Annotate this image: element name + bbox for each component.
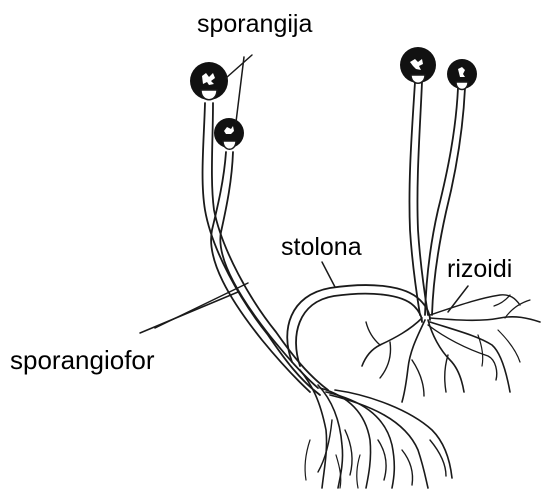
columella-icon — [411, 75, 425, 83]
label-sporangija: sporangija — [197, 12, 312, 37]
sporangium-right-2 — [447, 59, 477, 90]
stolona-hypha — [287, 285, 430, 366]
columella-icon — [223, 141, 236, 149]
label-stolona: stolona — [281, 235, 362, 260]
sporangium-left-large — [190, 62, 228, 100]
label-sporangiofor: sporangiofor — [10, 347, 155, 373]
label-rizoidi: rizoidi — [447, 257, 512, 282]
rizoidi-right — [362, 295, 540, 402]
sporangium-right-1 — [400, 47, 436, 83]
columella-icon — [456, 82, 468, 90]
sporangiofor-right-1 — [409, 82, 428, 315]
leader-lines — [140, 55, 468, 333]
rizoidi-left — [300, 370, 452, 488]
sporangium-left-small — [214, 118, 244, 149]
